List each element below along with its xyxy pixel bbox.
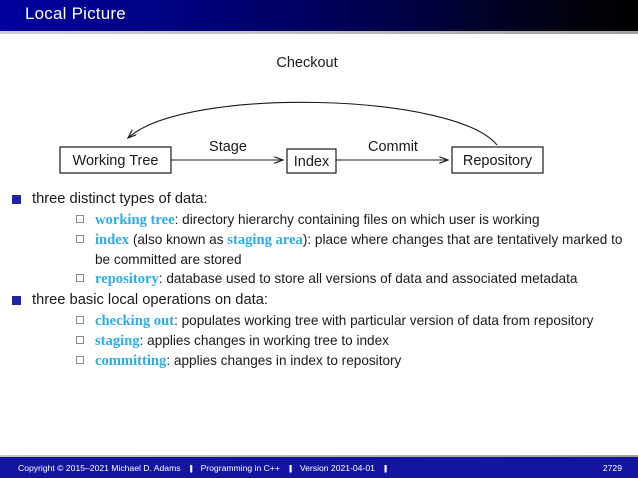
bullet-list: three distinct types of data: working tr… (0, 190, 638, 372)
list-item: three distinct types of data: working tr… (0, 190, 638, 289)
list-item: committing: applies changes in index to … (69, 352, 638, 371)
term-description: : directory hierarchy containing files o… (174, 212, 540, 228)
edge-commit: Commit (336, 139, 448, 160)
footer-page-number: 2729 (602, 462, 622, 473)
footer-left: Copyright © 2015–2021 Michael D. Adams |… (0, 463, 395, 473)
list-item: staging: applies changes in working tree… (69, 332, 638, 351)
sub-bullet-marker-icon (76, 356, 84, 365)
edge-stage: Stage (170, 139, 283, 160)
term-staging-area: staging area (227, 232, 303, 249)
edge-label-checkout: Checkout (276, 55, 337, 71)
diagram-box-label-repository: Repository (463, 153, 533, 169)
term-description: ): place where changes that are tentativ… (95, 232, 623, 267)
sub-bullet-marker-icon (76, 273, 84, 282)
list-item: three basic local operations on data: ch… (0, 291, 638, 372)
sub-bullet-marker-icon (76, 336, 84, 345)
footer-separator: || (383, 462, 387, 473)
checkout-arc (128, 101, 498, 146)
edge-label-commit: Commit (368, 139, 418, 155)
footer-divider (0, 455, 638, 457)
sub-bullet-list: working tree: directory hierarchy contai… (69, 211, 638, 289)
section-heading: three basic local operations on data: (32, 291, 268, 308)
footer-course: Programming in C++ (200, 462, 280, 473)
term-checking-out: checking out (95, 312, 175, 329)
diagram-box-index: Index (286, 148, 337, 174)
term-repository: repository (95, 270, 159, 287)
term-working-tree: working tree (95, 212, 175, 229)
slide-content: three distinct types of data: working tr… (0, 190, 638, 374)
term-description: : applies changes in index to repository (166, 353, 402, 369)
list-item: checking out: populates working tree wit… (69, 312, 638, 331)
bullet-marker-icon (12, 195, 21, 204)
sub-list-wrap: working tree: directory hierarchy contai… (32, 211, 638, 289)
slide-footer: Copyright © 2015–2021 Michael D. Adams |… (0, 457, 638, 478)
footer-separator: || (288, 462, 292, 473)
diagram-box-working-tree: Working Tree (59, 146, 172, 174)
diagram-box-repository: Repository (451, 146, 544, 174)
footer-copyright: Copyright © 2015–2021 Michael D. Adams (18, 462, 181, 473)
page-title: Local Picture (25, 4, 126, 23)
sub-bullet-marker-icon (76, 215, 84, 224)
edge-checkout: Checkout (128, 55, 498, 146)
header-divider (0, 31, 638, 34)
term-committing: committing (95, 353, 167, 370)
diagram-box-label-working-tree: Working Tree (73, 153, 159, 169)
edge-label-stage: Stage (209, 139, 247, 155)
sub-bullet-marker-icon (76, 235, 84, 244)
term-staging: staging (95, 333, 140, 350)
bullet-marker-icon (12, 295, 21, 305)
sub-list-wrap: checking out: populates working tree wit… (32, 312, 638, 372)
term-description: : populates working tree with particular… (174, 312, 594, 328)
list-item: index (also known as staging area): plac… (69, 231, 638, 268)
local-picture-diagram: Checkout Stage Commit Working Tree Index… (0, 38, 638, 188)
sub-bullet-list: checking out: populates working tree wit… (69, 312, 638, 372)
footer-version: Version 2021-04-01 (299, 462, 375, 473)
term-description: : applies changes in working tree to ind… (139, 333, 389, 349)
term-index: index (95, 232, 130, 249)
diagram-box-label-index: Index (294, 154, 330, 170)
slide-header: Local Picture (0, 0, 638, 31)
list-item: working tree: directory hierarchy contai… (69, 211, 638, 230)
section-heading: three distinct types of data: (32, 191, 208, 207)
list-item: repository: database used to store all v… (69, 270, 638, 289)
footer-separator: || (189, 462, 193, 473)
term-connector: (also known as (129, 232, 228, 248)
term-description: : database used to store all versions of… (158, 270, 578, 286)
sub-bullet-marker-icon (76, 315, 84, 324)
